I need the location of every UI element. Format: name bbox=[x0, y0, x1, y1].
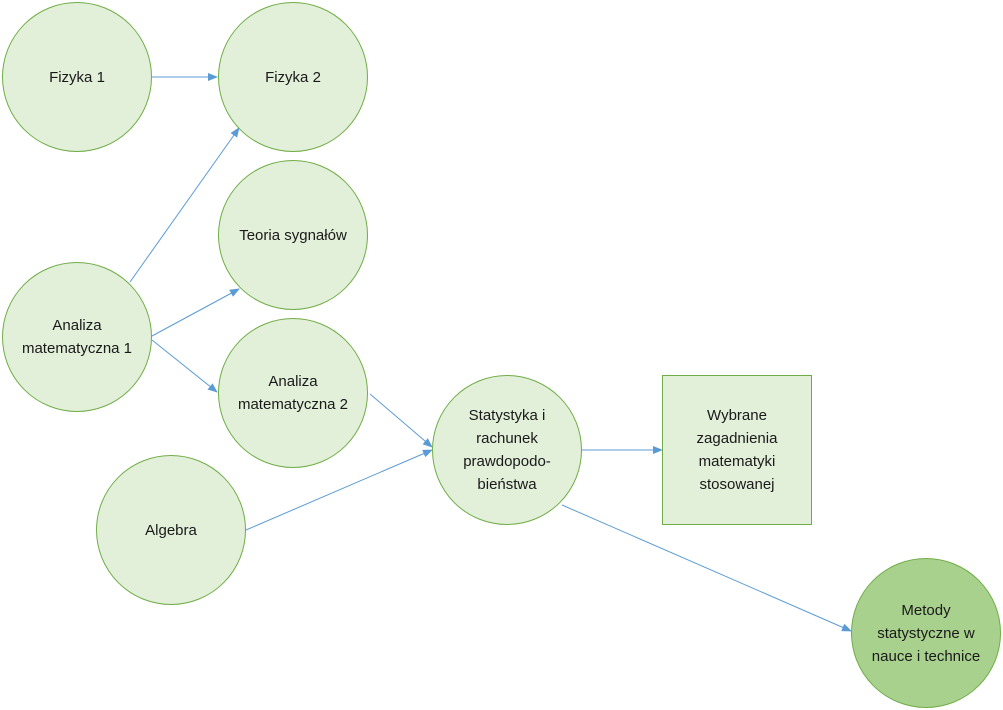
arrow-analiza1-to-teoria bbox=[151, 288, 240, 337]
node-fizyka-2: Fizyka 2 bbox=[218, 2, 368, 152]
node-wybrane-zagadnienia: Wybrane zagadnienia matematyki stosowane… bbox=[662, 375, 812, 525]
node-statystyka: Statystyka i rachunek prawdopodo- bieńst… bbox=[432, 375, 582, 525]
node-algebra: Algebra bbox=[96, 455, 246, 605]
node-analiza-matematyczna-2: Analiza matematyczna 2 bbox=[218, 318, 368, 468]
node-analiza-matematyczna-1: Analiza matematyczna 1 bbox=[2, 262, 152, 412]
arrow-statystyka-to-metody bbox=[561, 504, 852, 632]
arrow-analiza1-to-fizyka2 bbox=[129, 127, 240, 283]
arrow-analiza1-to-analiza2 bbox=[151, 339, 218, 393]
node-metody-statystyczne: Metody statystyczne w nauce i technice bbox=[851, 558, 1001, 708]
node-teoria-sygnalow: Teoria sygnałów bbox=[218, 160, 368, 310]
node-fizyka-1: Fizyka 1 bbox=[2, 2, 152, 152]
arrow-algebra-to-statystyka bbox=[245, 449, 433, 531]
arrow-analiza2-to-statystyka bbox=[369, 393, 433, 448]
